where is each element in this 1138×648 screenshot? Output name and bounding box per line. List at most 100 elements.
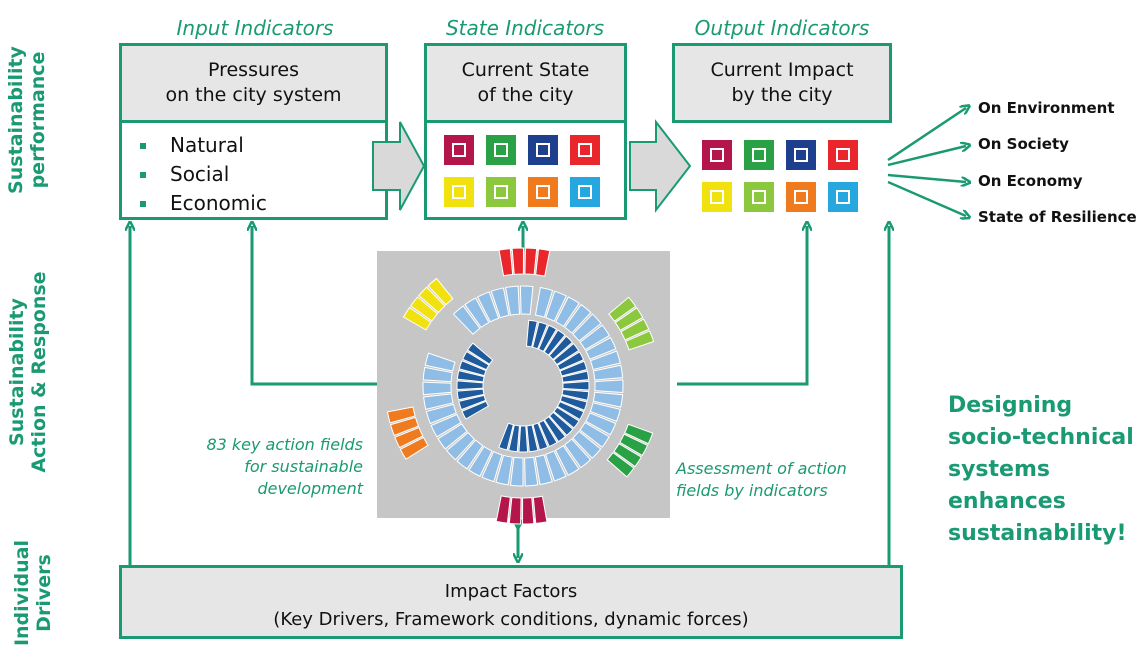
action-field-inner-segment (543, 329, 566, 356)
list-item: Natural (140, 131, 267, 160)
bullet-icon (140, 200, 146, 207)
slogan: Designing socio-technical systems enhanc… (948, 390, 1134, 550)
slogan-line: enhances (948, 489, 1066, 514)
action-field-inner-segment (538, 419, 558, 448)
action-field-inner-segment (561, 388, 590, 401)
action-field-cluster-segment (625, 330, 655, 351)
action-field-cluster-segment (394, 426, 424, 449)
action-field-inner-segment (552, 342, 580, 366)
action-field-cluster-segment (522, 497, 535, 525)
action-field-segment (481, 451, 503, 483)
action-field-segment (422, 381, 452, 396)
action-field-cluster-segment (427, 277, 454, 306)
pressures-list-box: Natural Social Economic (119, 120, 388, 220)
action-field-segment (579, 421, 610, 448)
action-field-cluster-segment (608, 296, 637, 322)
people-network-icon (570, 177, 600, 207)
state-indicators-heading: State Indicators (445, 16, 605, 40)
note-line: fields by indicators (676, 481, 828, 500)
output-indicators-heading: Output Indicators (694, 16, 870, 40)
action-field-segment (589, 350, 621, 371)
action-field-cluster-segment (495, 495, 511, 524)
slogan-line: Designing (948, 393, 1073, 418)
action-field-inner-segment (537, 324, 558, 353)
slogan-line: socio-technical (948, 425, 1134, 450)
building-icon (444, 135, 474, 165)
arrow-to-society (887, 146, 966, 167)
action-field-segment (592, 364, 624, 381)
action-field-cluster-segment (399, 436, 429, 460)
power-pylon-icon (702, 182, 732, 212)
bullet-icon (140, 142, 146, 149)
action-field-segment (555, 296, 580, 328)
action-field-inner-segment (543, 415, 567, 443)
action-field-cluster-segment (624, 423, 654, 445)
action-field-segment (519, 285, 534, 315)
box-header-line: of the city (477, 84, 574, 106)
output-on-environment: On Environment (978, 99, 1115, 117)
action-field-segment (544, 450, 567, 482)
bullet-icon (140, 171, 146, 178)
speech-bubbles-icon (570, 135, 600, 165)
power-pylon-icon (444, 177, 474, 207)
action-field-cluster-segment (535, 248, 551, 277)
action-field-inner-segment (456, 388, 485, 401)
action-field-cluster-segment (418, 286, 446, 314)
state-sdg-tiles (444, 135, 614, 210)
action-field-inner-segment (462, 350, 490, 371)
impact-subtitle: (Key Drivers, Framework conditions, dyna… (273, 609, 749, 630)
action-field-cluster-segment (613, 442, 642, 468)
action-field-segment (468, 445, 493, 477)
state-tiles-box (424, 120, 627, 220)
action-field-segment (585, 336, 617, 360)
car-icon (486, 135, 516, 165)
gears-icon (786, 140, 816, 170)
box-header-line: Pressures (207, 59, 299, 81)
building-icon (702, 140, 732, 170)
action-field-inner-segment (532, 422, 549, 451)
action-field-segment (589, 402, 621, 422)
action-field-inner-segment (508, 424, 521, 453)
note-line: for sustainable (244, 457, 363, 476)
action-field-segment (572, 430, 602, 459)
output-sdg-tiles (702, 140, 872, 215)
action-field-inner-segment (525, 319, 538, 348)
action-fields-wheel (386, 247, 655, 525)
faucet-icon (744, 182, 774, 212)
note-line: Assessment of action (676, 459, 847, 478)
action-field-inner-segment (556, 400, 585, 421)
box-header-line: by the city (731, 84, 833, 106)
output-on-society: On Society (978, 135, 1069, 153)
action-field-segment (545, 290, 568, 322)
block-arrow-input-to-state (372, 121, 426, 211)
action-field-cluster-segment (389, 416, 420, 437)
action-field-inner-segment (548, 411, 574, 437)
action-field-cluster-segment (402, 306, 432, 331)
action-field-inner-segment (553, 406, 580, 429)
action-field-inner-segment (548, 335, 574, 361)
action-field-segment (422, 366, 453, 383)
action-field-segment (572, 313, 602, 342)
faucet-icon (486, 177, 516, 207)
action-field-cluster-segment (409, 296, 439, 322)
action-field-inner-segment (562, 380, 590, 391)
action-field-segment (534, 286, 554, 318)
car-icon (744, 140, 774, 170)
note-key-action-fields: 83 key action fields for sustainable dev… (170, 434, 363, 500)
action-field-inner-segment (518, 425, 529, 453)
gears-icon (528, 135, 558, 165)
impact-factors-box: Impact Factors (Key Drivers, Framework c… (119, 565, 903, 639)
speech-bubbles-icon (828, 140, 858, 170)
slogan-line: systems (948, 457, 1050, 482)
action-field-segment (446, 431, 476, 461)
action-field-segment (495, 454, 513, 486)
action-field-segment (423, 393, 454, 410)
input-indicators-heading: Input Indicators (176, 16, 334, 40)
action-field-segment (425, 403, 457, 425)
action-field-segment (476, 291, 500, 323)
action-field-inner-segment (556, 351, 585, 371)
action-field-segment (452, 305, 481, 335)
action-field-inner-segment (498, 422, 514, 451)
action-field-cluster-segment (606, 451, 635, 478)
